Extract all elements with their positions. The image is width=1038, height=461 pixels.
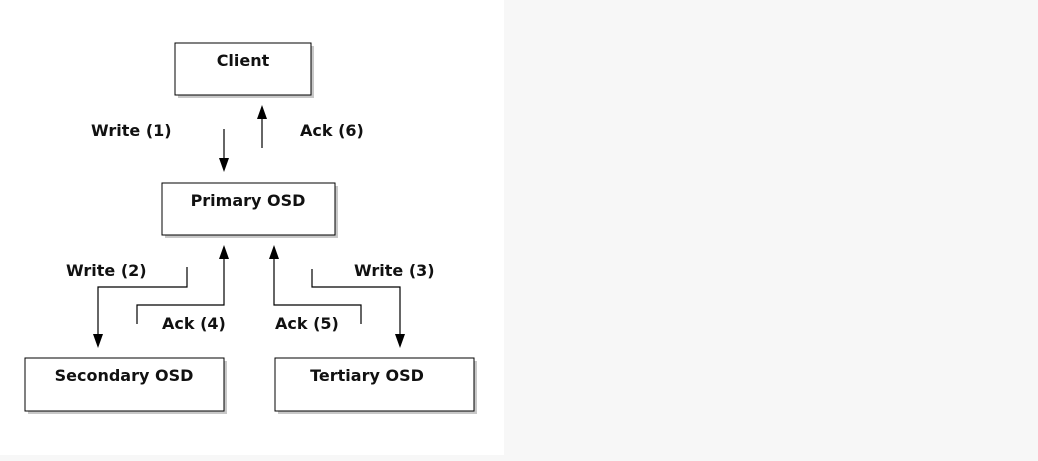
primary-osd-node-box [161,182,336,236]
edge-ack-4-arrowhead [219,245,229,259]
edge-write-2-arrowhead [93,334,103,348]
primary-osd-node-label: Primary OSD [191,191,306,210]
secondary-osd-node-box [24,357,225,412]
edge-ack-5-label: Ack (5) [275,314,339,333]
primary-osd-node: Primary OSD [161,182,338,238]
tertiary-osd-node: Tertiary OSD [274,357,477,414]
edge-ack-6-arrowhead [257,105,267,119]
client-node: Client [174,42,314,98]
tertiary-osd-node-box [274,357,475,412]
edge-write-2: Write (2) [66,261,188,348]
edge-ack-5-line [273,257,362,324]
secondary-osd-node-label: Secondary OSD [55,366,194,385]
edge-write-2-label: Write (2) [66,261,147,280]
client-node-label: Client [217,51,270,70]
edge-write-2-line [97,267,188,336]
edge-ack-4: Ack (4) [136,245,229,333]
edge-ack-6-label: Ack (6) [300,121,364,140]
edge-write-1-label: Write (1) [91,121,172,140]
edge-ack-4-line [136,257,225,324]
edge-write-3-line [311,269,401,336]
edge-ack-5: Ack (5) [269,245,362,333]
edge-write-3-label: Write (3) [354,261,435,280]
secondary-osd-node: Secondary OSD [24,357,227,414]
edge-write-1-arrowhead [219,158,229,172]
tertiary-osd-node-label: Tertiary OSD [310,366,424,385]
client-node-box [174,42,312,96]
edge-write-3: Write (3) [311,261,435,348]
edge-write-1: Write (1) [91,121,229,172]
edge-write-3-arrowhead [395,334,405,348]
edge-ack-5-arrowhead [269,245,279,259]
edge-ack-4-label: Ack (4) [162,314,226,333]
edge-ack-6: Ack (6) [257,105,364,148]
